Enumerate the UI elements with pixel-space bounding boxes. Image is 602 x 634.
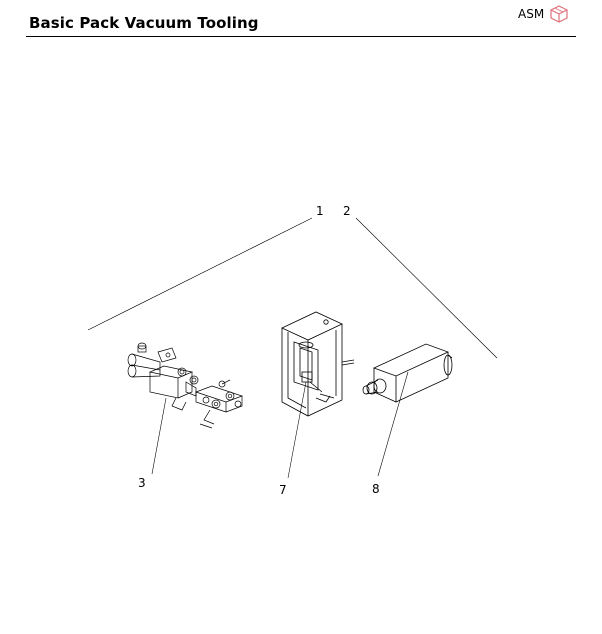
callout-8: 8 <box>372 482 380 496</box>
leader-line-8 <box>377 371 409 477</box>
callout-7: 7 <box>279 483 287 497</box>
callout-1: 1 <box>316 204 324 218</box>
brand-text: ASM <box>518 7 545 21</box>
part-3-valve-assembly <box>127 342 244 429</box>
leader-line-1 <box>87 217 313 331</box>
page-header: Basic Pack Vacuum Tooling ASM <box>0 0 602 40</box>
callout-2: 2 <box>343 204 351 218</box>
callout-3: 3 <box>138 476 146 490</box>
leader-line-2 <box>355 217 498 359</box>
page-title: Basic Pack Vacuum Tooling <box>29 14 259 32</box>
leader-line-7 <box>287 381 307 479</box>
leader-line-3 <box>151 397 167 475</box>
part-8-sensor-block <box>362 343 453 403</box>
brand-logo: ASM <box>518 5 568 23</box>
asm-cube-logo-icon <box>550 5 568 23</box>
header-rule <box>26 36 576 37</box>
part-7-frame-bracket <box>281 311 355 417</box>
